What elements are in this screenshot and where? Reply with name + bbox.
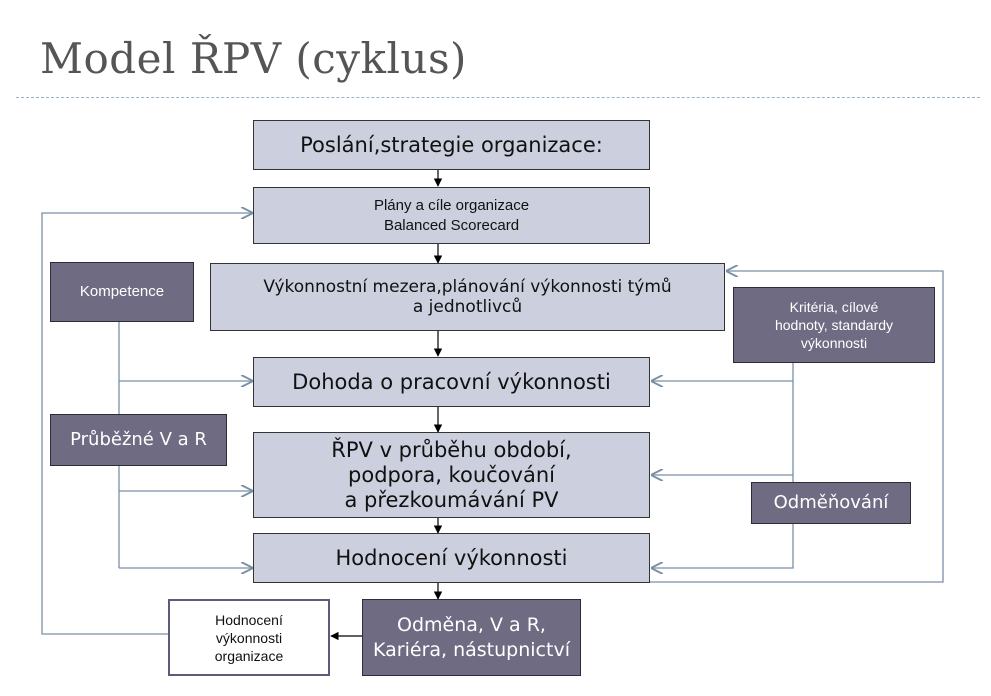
competence-text: Kompetence — [79, 283, 165, 300]
mission-strategy-box: Poslání,strategie organizace: — [253, 120, 650, 170]
performance-agreement-box: Dohoda o pracovní výkonnosti — [253, 357, 650, 407]
mission-strategy-text: Poslání,strategie organizace: — [300, 132, 603, 157]
criteria-standards-text: Kritéria, cílové hodnoty, standardy výko… — [774, 299, 894, 351]
org-evaluation-text: Hodnocení výkonnosti organizace — [214, 611, 284, 664]
continuous-development-box: Průběžné V a R — [50, 414, 227, 466]
loop-evaluation-to-gap — [650, 271, 944, 583]
rewarding-box: Odměňování — [751, 482, 911, 524]
performance-gap-box: Výkonnostní mezera,plánování výkonnosti … — [210, 263, 725, 331]
continuous-development-text: Průběžné V a R — [70, 429, 207, 450]
reward-career-box: Odměna, V a R, Kariéra, nástupnictví — [362, 599, 581, 676]
competence-box: Kompetence — [50, 262, 194, 322]
page-title: Model ŘPV (cyklus) — [40, 34, 467, 83]
plans-goals-box: Plány a cíle organizace Balanced Scoreca… — [253, 187, 650, 244]
org-evaluation-box: Hodnocení výkonnosti organizace — [168, 599, 330, 676]
criteria-connector — [652, 363, 794, 568]
criteria-standards-box: Kritéria, cílové hodnoty, standardy výko… — [733, 287, 935, 363]
reward-career-text: Odměna, V a R, Kariéra, nástupnictví — [373, 613, 570, 661]
performance-evaluation-text: Hodnocení výkonnosti — [335, 545, 568, 570]
performance-evaluation-box: Hodnocení výkonnosti — [253, 533, 650, 583]
ongoing-management-text: ŘPV v průběhu období, podpora, koučování… — [331, 437, 572, 512]
loop-org-to-plans — [41, 213, 252, 635]
title-divider — [16, 97, 980, 98]
performance-agreement-text: Dohoda o pracovní výkonnosti — [292, 369, 611, 394]
ongoing-management-box: ŘPV v průběhu období, podpora, koučování… — [253, 432, 650, 518]
rewarding-text: Odměňování — [773, 492, 889, 513]
plans-goals-text: Plány a cíle organizace Balanced Scoreca… — [373, 196, 530, 234]
performance-gap-text: Výkonnostní mezera,plánování výkonnosti … — [263, 277, 672, 317]
